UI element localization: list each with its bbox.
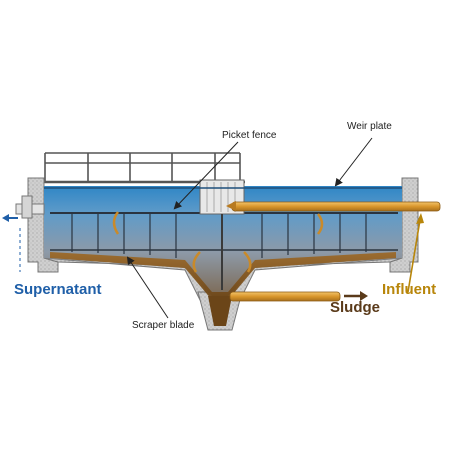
arrow-up-icon: [407, 213, 424, 293]
label-supernatant: Supernatant: [14, 281, 102, 298]
sludge-blanket: [50, 252, 396, 300]
hopper-sludge: [208, 296, 232, 326]
callout-lines: [126, 137, 373, 319]
arrow-right-icon: [344, 291, 368, 301]
picket-fence: [50, 212, 398, 258]
sludge-pipe: [229, 291, 341, 302]
supernatant-pipe: [15, 195, 45, 219]
label-influent: Influent: [382, 281, 436, 298]
label-weir-plate: Weir plate: [347, 121, 392, 132]
arrow-left-icon: [2, 214, 21, 272]
label-picket-fence: Picket fence: [222, 130, 277, 141]
influent-pipe: [226, 201, 441, 212]
label-scraper-blade: Scraper blade: [132, 320, 195, 331]
flow-arrows: [112, 211, 324, 273]
label-sludge: Sludge: [330, 299, 380, 316]
